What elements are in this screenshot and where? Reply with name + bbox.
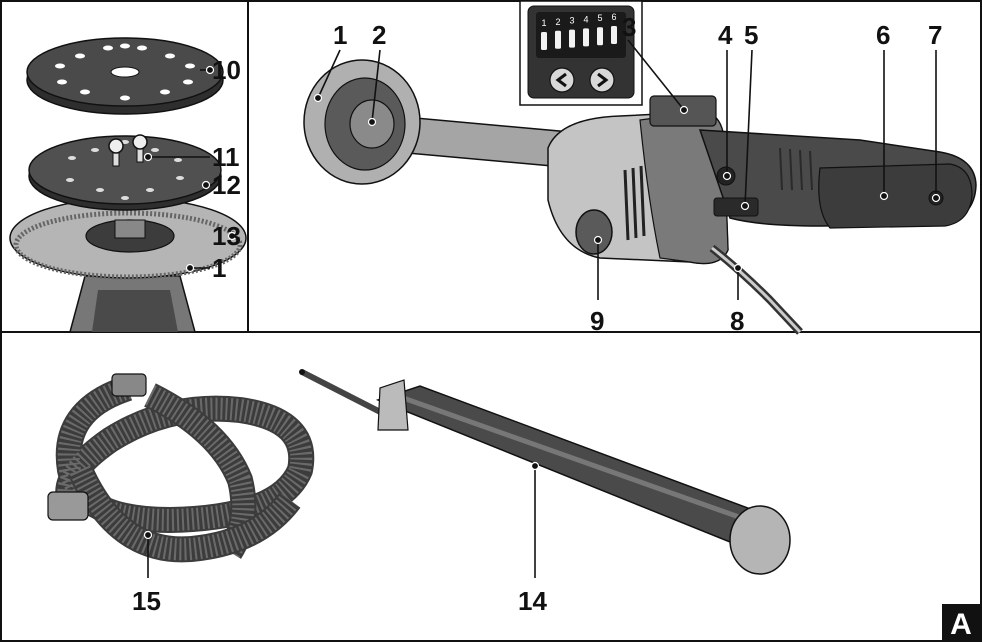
speed-level-bar: [597, 27, 603, 46]
sheet-10-holes: [55, 43, 195, 101]
speed-level-label: 5: [597, 13, 602, 23]
inset-illustration: [9, 37, 247, 333]
sanding-pad-12: [28, 135, 222, 205]
tube-clip: [377, 379, 409, 431]
suction-hose-15: [47, 373, 315, 563]
tube-end-cap: [729, 505, 791, 575]
chevron-left-icon: [555, 72, 567, 88]
figure-letter: A: [950, 608, 972, 641]
callout-6: 6: [876, 20, 890, 50]
handle-grip-pad-6: [818, 163, 973, 229]
callout-7: 7: [928, 20, 942, 50]
inset-handle-grip: [92, 290, 178, 332]
speed-preselect-9: [575, 209, 613, 255]
callout-labels: 1 2 3 4 5 6 7 8 9 10 11 12 13 1 14 15: [132, 12, 942, 616]
callout-3: 3: [622, 12, 636, 42]
speed-level-bar: [555, 30, 561, 49]
inset-spindle: [114, 219, 146, 239]
handle-ribs: [779, 147, 813, 191]
callout-12: 12: [212, 170, 241, 200]
speed-level-bar: [569, 29, 575, 48]
callout-13: 13: [212, 221, 241, 251]
drywall-sander: [303, 59, 977, 335]
speed-level-label: 2: [555, 17, 560, 27]
callout-2: 2: [372, 20, 386, 50]
callout-14: 14: [518, 586, 547, 616]
speed-level-bars: [541, 26, 617, 50]
speed-down-button: [549, 67, 575, 93]
leader-lines: [143, 39, 941, 578]
callout-5: 5: [744, 20, 758, 50]
tube-rod: [300, 369, 394, 421]
hose-end-fitting-bottom: [47, 491, 89, 521]
callout-4: 4: [718, 20, 733, 50]
callout-11: 11: [212, 142, 240, 172]
extension-tube-14: [299, 369, 791, 575]
figure-badge: [942, 604, 980, 640]
pad-12-holes: [66, 140, 184, 200]
callout-9: 9: [590, 306, 604, 336]
fixing-screws-11: [108, 134, 148, 167]
speed-level-bar: [583, 28, 589, 47]
sheet-10-center-hole: [110, 66, 140, 78]
speed-level-bar: [541, 32, 547, 50]
speed-level-label: 1: [541, 18, 546, 28]
speed-level-label: 4: [583, 14, 588, 24]
callout-15: 15: [132, 586, 161, 616]
speed-level-bar: [611, 26, 617, 44]
vent-slots: [623, 165, 646, 241]
callout-1-head: 1: [333, 20, 347, 50]
speed-level-label: 6: [611, 12, 616, 22]
callout-1-inset: 1: [212, 253, 226, 283]
lock-button-5: [713, 197, 759, 217]
speed-up-button: [589, 67, 615, 93]
brush-ring-13: [13, 210, 243, 280]
speed-level-label: 3: [569, 16, 574, 26]
chevron-right-icon: [597, 72, 609, 88]
callout-10: 10: [212, 55, 241, 85]
callout-8: 8: [730, 306, 744, 336]
hose-end-fitting-top: [111, 373, 147, 397]
